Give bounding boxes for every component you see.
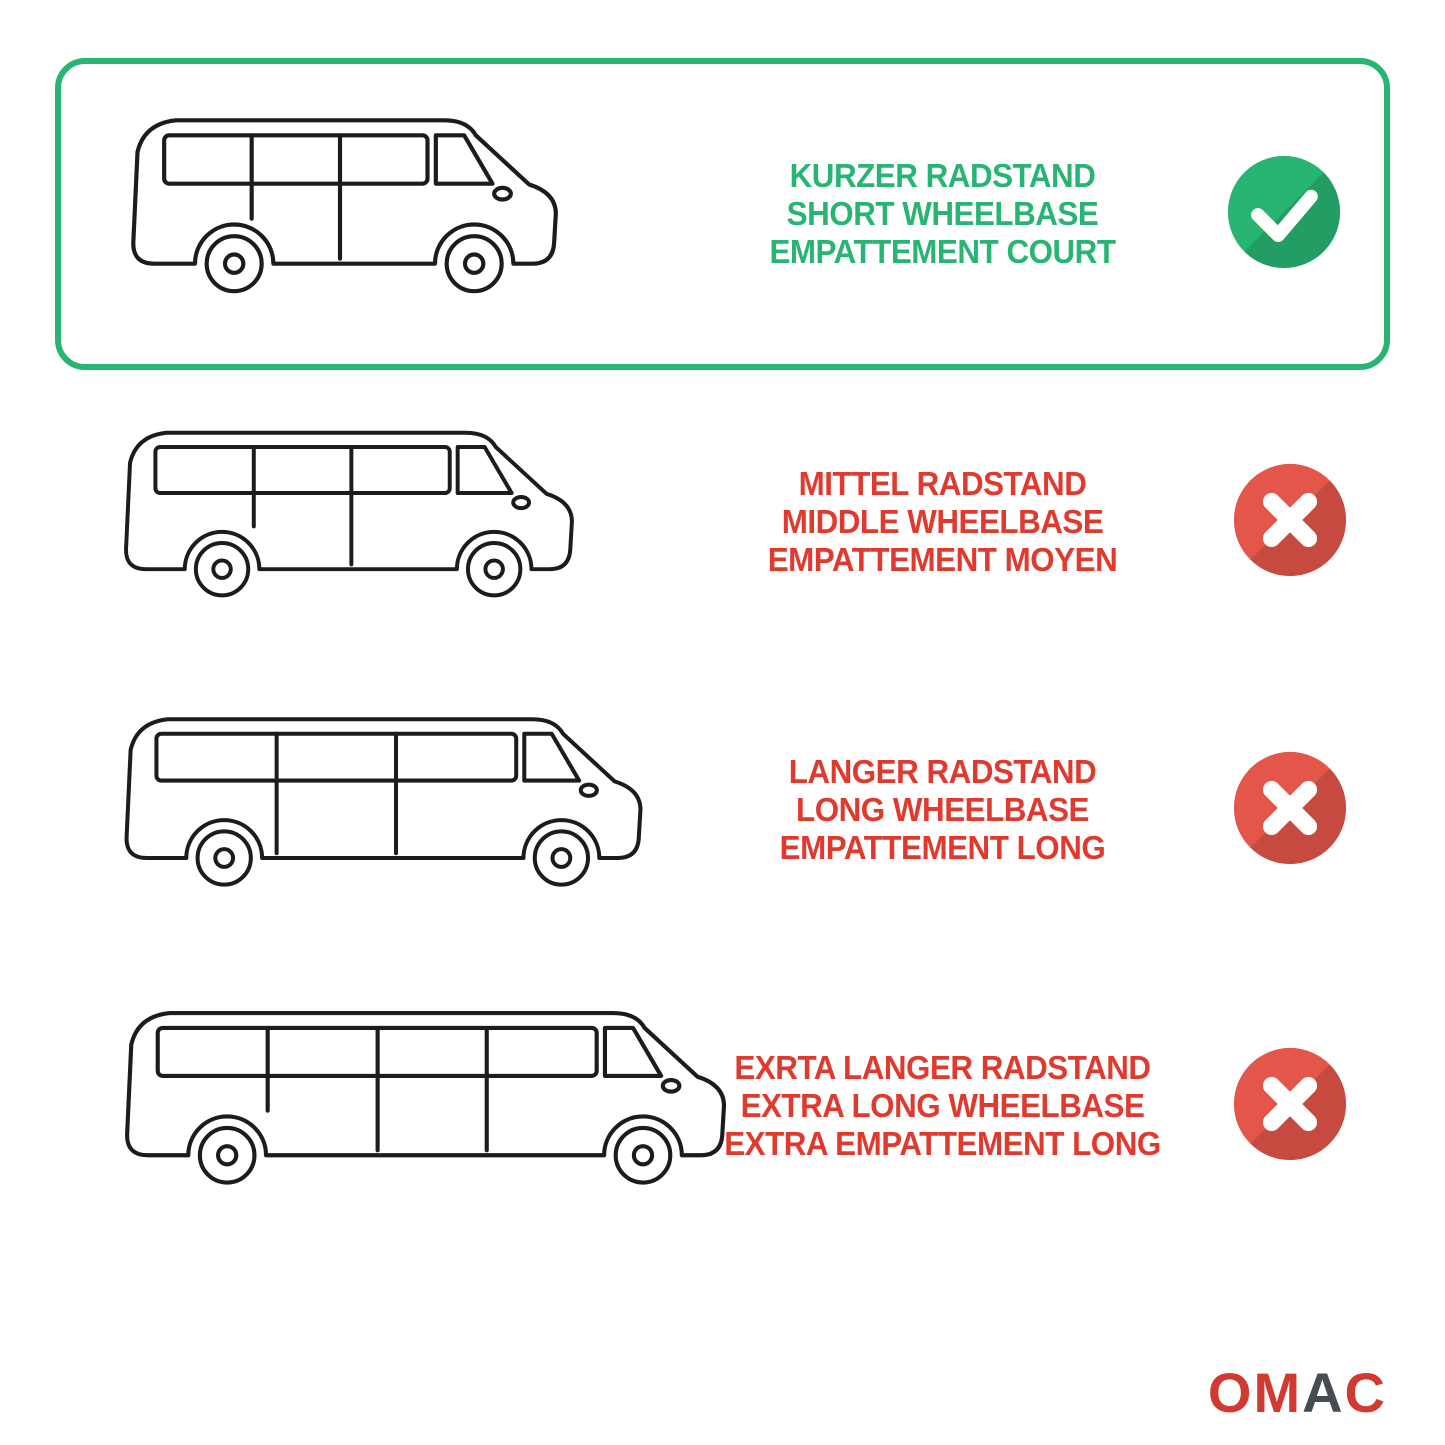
omac-logo: OMAC [1208, 1365, 1387, 1421]
label-line-de: LANGER RADSTAND [788, 752, 1097, 790]
label-line-fr: EMPATTEMENT LONG [779, 829, 1106, 867]
wheelbase-labels: MITTEL RADSTAND MIDDLE WHEELBASE EMPATTE… [707, 465, 1177, 580]
wheelbase-labels: EXRTA LANGER RADSTAND EXTRA LONG WHEELBA… [707, 1049, 1177, 1164]
van-front-wheel [444, 233, 504, 293]
x-glyph [1262, 1076, 1318, 1131]
van-body [125, 1010, 727, 1157]
van-illustration-middle [55, 401, 695, 644]
cross-icon [1232, 1046, 1348, 1167]
van-drawing [109, 87, 576, 342]
van-illustration-long [55, 687, 695, 934]
label-line-fr: EXTRA EMPATTEMENT LONG [724, 1125, 1161, 1163]
label-line-en: MIDDLE WHEELBASE [781, 502, 1104, 540]
label-line-de: EXRTA LANGER RADSTAND [734, 1048, 1151, 1086]
wheelbase-labels: LANGER RADSTAND LONG WHEELBASE EMPATTEME… [707, 753, 1177, 868]
van-windows [154, 731, 519, 783]
van-rear-wheel [197, 1125, 257, 1185]
logo-letter: M [1253, 1361, 1303, 1424]
van-windows [153, 444, 452, 495]
label-line-fr: EMPATTEMENT COURT [769, 233, 1116, 271]
check-icon [1226, 154, 1342, 275]
van-driver-window [522, 731, 582, 783]
van-front-hub [462, 251, 486, 275]
van-driver-window [433, 132, 495, 186]
van-mirror [578, 782, 599, 798]
check-icon-svg [1227, 155, 1341, 268]
label-line-de: KURZER RADSTAND [789, 156, 1096, 194]
van-rear-hub [216, 1143, 239, 1166]
option-row-short-wheelbase: KURZER RADSTAND SHORT WHEELBASE EMPATTEM… [55, 58, 1390, 370]
status-wrap [1190, 1046, 1390, 1167]
van-front-wheel [466, 540, 523, 597]
option-row-extra-long-wheelbase: EXRTA LANGER RADSTAND EXTRA LONG WHEELBA… [55, 978, 1390, 1234]
van-body [131, 117, 558, 266]
van-illustration-short [61, 87, 701, 342]
van-rear-hub [211, 557, 233, 580]
x-glyph [1262, 492, 1318, 547]
logo-letter: C [1344, 1361, 1387, 1424]
option-row-long-wheelbase: LANGER RADSTAND LONG WHEELBASE EMPATTEME… [55, 686, 1390, 934]
van-drawing [103, 401, 591, 644]
cross-icon-svg [1233, 463, 1347, 576]
label-line-de: MITTEL RADSTAND [798, 464, 1087, 502]
van-front-wheel [613, 1125, 673, 1185]
status-wrap [1190, 750, 1390, 871]
label-line-en: EXTRA LONG WHEELBASE [740, 1086, 1145, 1124]
label-line-fr: EMPATTEMENT MOYEN [767, 541, 1118, 579]
van-front-hub [483, 557, 505, 580]
van-front-hub [631, 1143, 655, 1166]
van-mirror [511, 494, 532, 510]
status-wrap [1184, 154, 1384, 275]
van-rear-hub [222, 251, 246, 275]
van-driver-window [602, 1025, 664, 1078]
van-rear-wheel [195, 828, 253, 887]
van-windows [162, 132, 430, 186]
status-wrap [1190, 462, 1390, 583]
label-line-en: SHORT WHEELBASE [786, 194, 1099, 232]
x-glyph [1262, 780, 1318, 835]
van-outline-svg [124, 716, 643, 887]
checkmark-glyph [1251, 189, 1318, 242]
van-mirror [492, 185, 513, 202]
van-driver-window [455, 444, 514, 495]
van-drawing [103, 980, 744, 1233]
logo-letter: O [1207, 1361, 1254, 1424]
van-outline-svg [131, 117, 558, 293]
van-mirror [660, 1077, 682, 1094]
van-rear-wheel [193, 540, 251, 597]
van-rear-wheel [204, 233, 264, 293]
van-rear-hub [213, 846, 236, 869]
van-front-hub [550, 846, 573, 869]
van-body [124, 716, 643, 860]
label-line-en: LONG WHEELBASE [796, 790, 1089, 828]
option-row-middle-wheelbase: MITTEL RADSTAND MIDDLE WHEELBASE EMPATTE… [55, 402, 1390, 642]
van-body [124, 430, 574, 571]
van-drawing [103, 687, 660, 934]
cross-icon [1232, 462, 1348, 583]
logo-letter: A [1302, 1361, 1345, 1424]
van-front-wheel [532, 828, 591, 887]
van-outline-svg [124, 430, 574, 597]
cross-icon-svg [1233, 1047, 1347, 1160]
cross-icon-svg [1233, 751, 1347, 864]
van-illustration-extra-long [55, 980, 727, 1233]
wheelbase-labels: KURZER RADSTAND SHORT WHEELBASE EMPATTEM… [713, 157, 1172, 272]
cross-icon [1232, 750, 1348, 871]
van-outline-svg [125, 1010, 727, 1185]
